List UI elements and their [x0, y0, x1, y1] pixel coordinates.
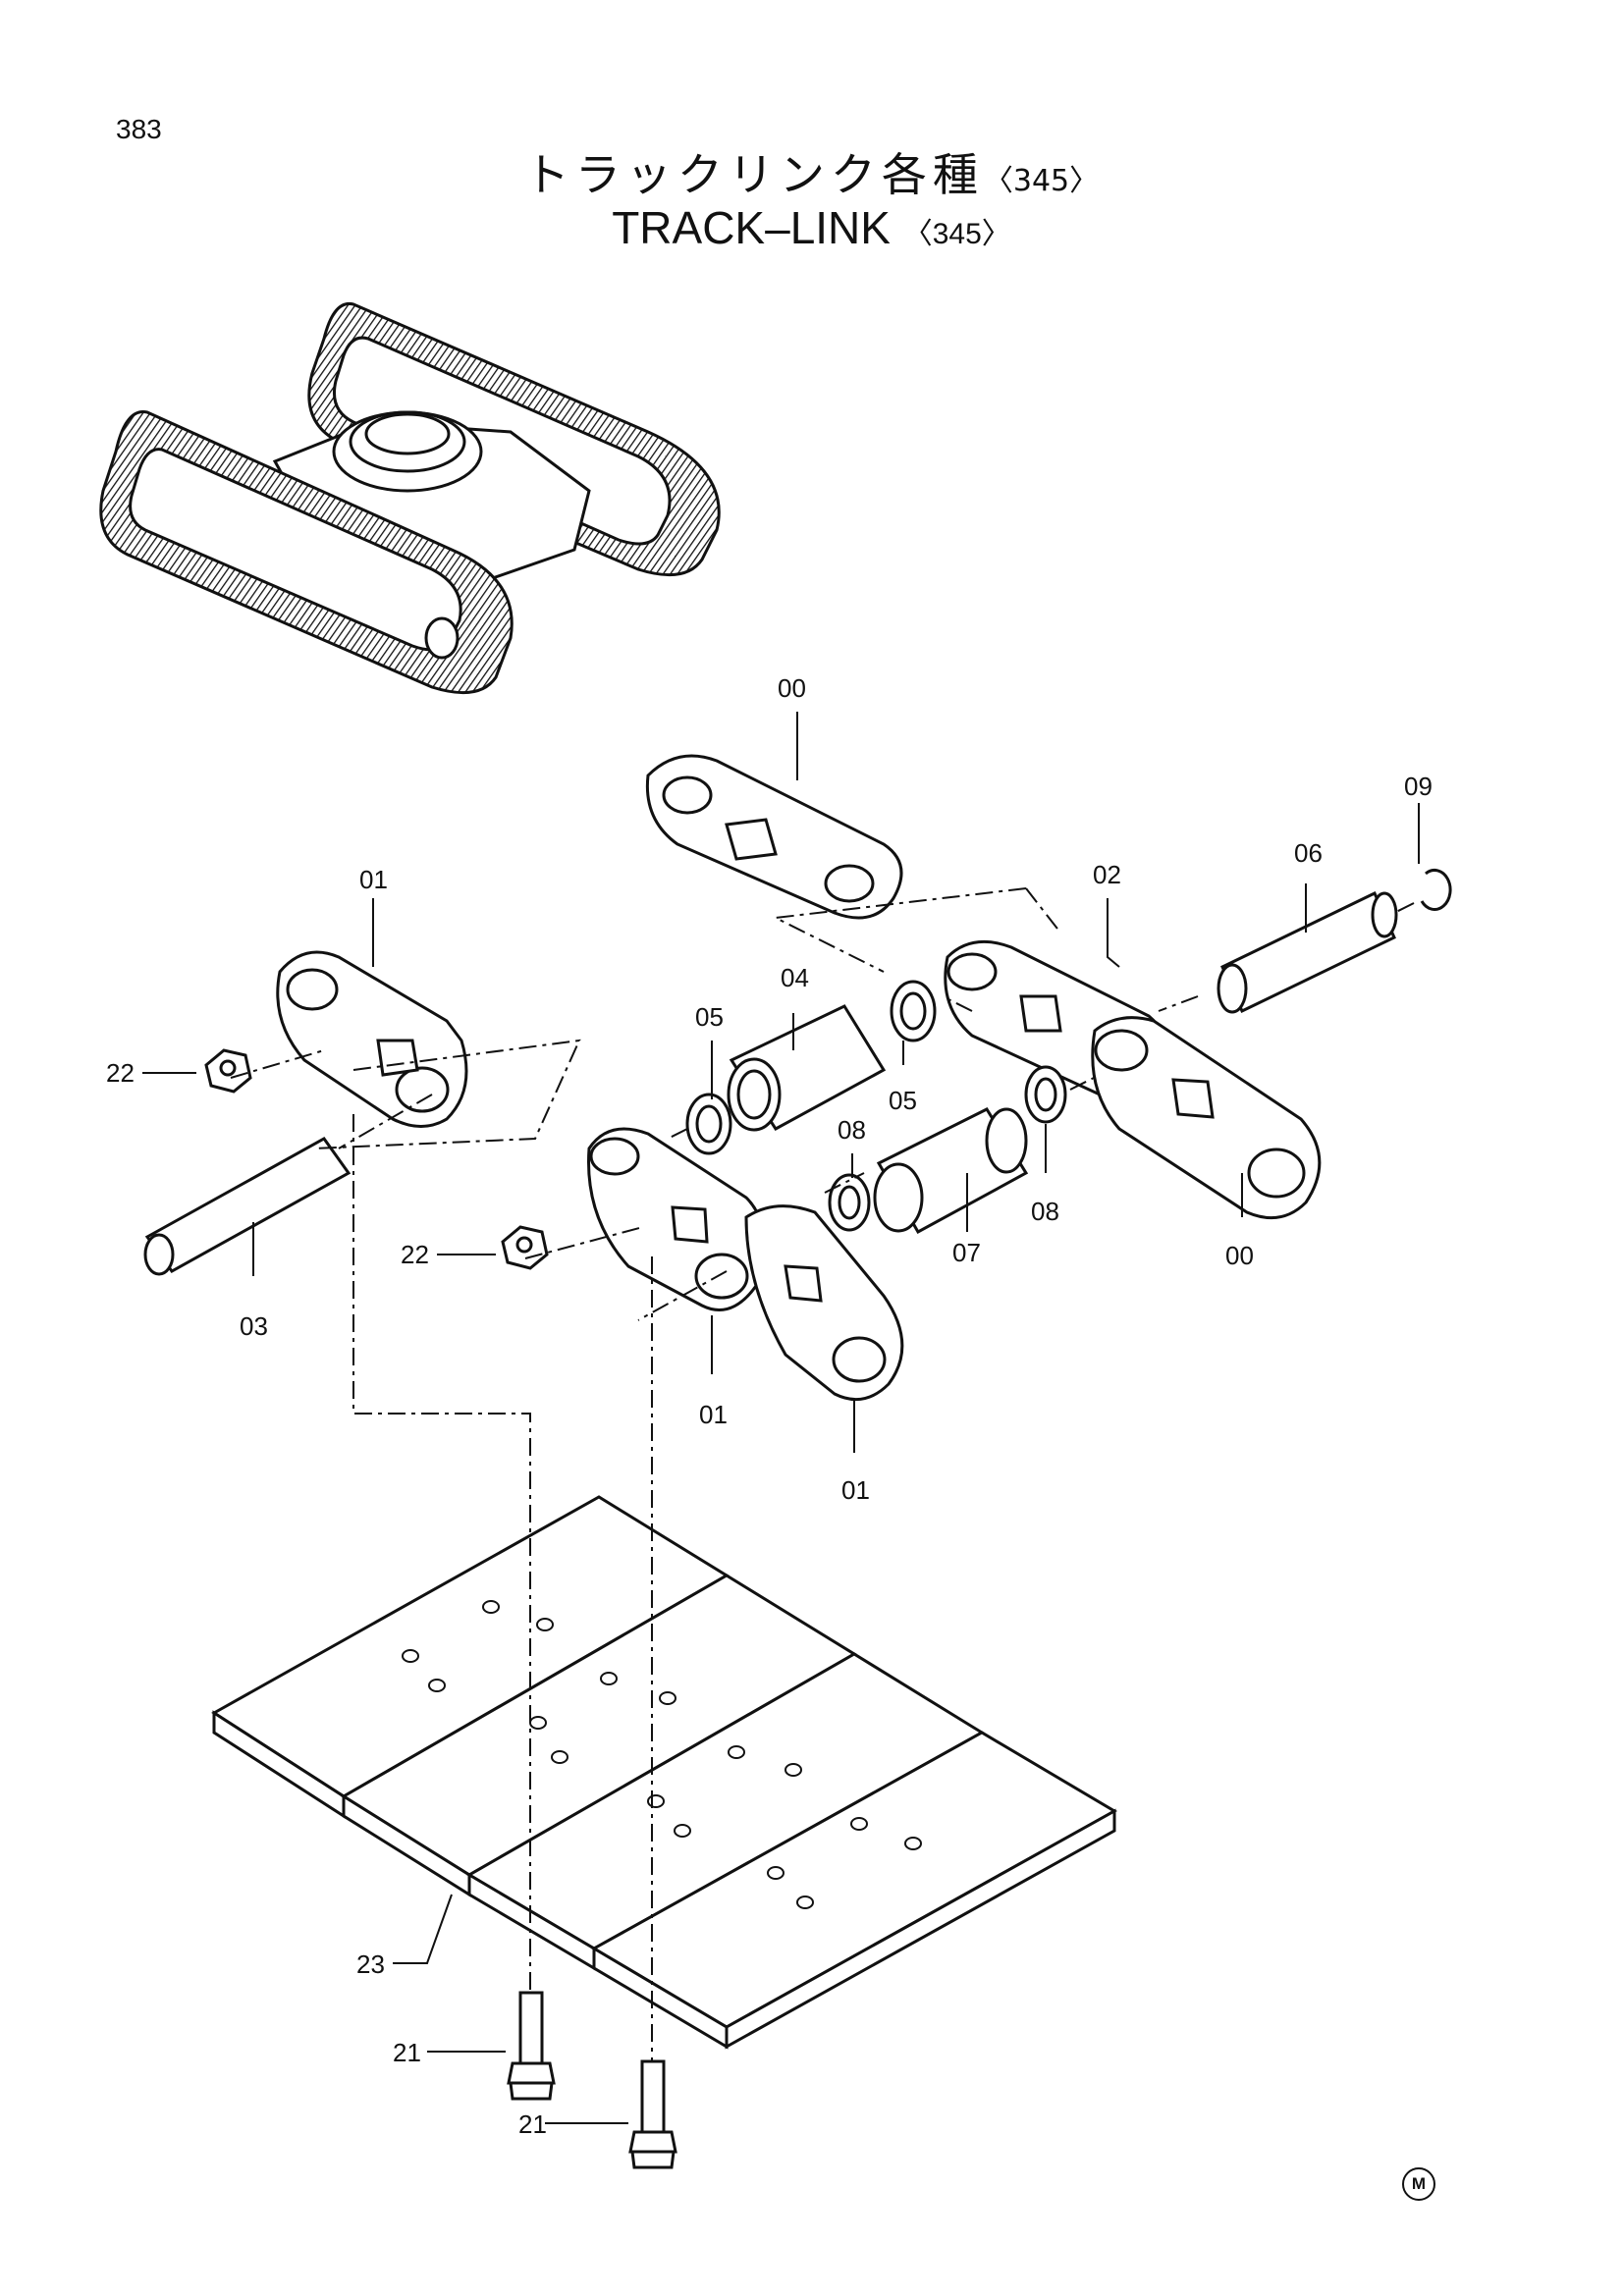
- model-code-en: 〈345〉: [902, 218, 1011, 250]
- callout-21-upper: 21: [393, 2038, 421, 2067]
- title-japanese: トラックリンク各種〈345〉: [0, 139, 1623, 204]
- bushing-04: [727, 1004, 887, 1132]
- callout-06: 06: [1294, 838, 1323, 868]
- leader-lines: [142, 712, 1420, 2124]
- callout-numbers: 00 01 02 06 09 04 05 05 22 08 08 07 00 2…: [106, 673, 1433, 2139]
- callout-09: 09: [1404, 772, 1433, 801]
- link-00-right: [1091, 1016, 1322, 1220]
- callout-22-lower: 22: [401, 1240, 429, 1269]
- bolt-21-upper: [507, 1991, 556, 2101]
- callout-01-left: 01: [359, 865, 388, 894]
- link-01-middle: [587, 1127, 766, 1311]
- nut-22-lower: [501, 1225, 549, 1270]
- callout-01-mid: 01: [699, 1400, 728, 1429]
- callout-00-top: 00: [778, 673, 806, 703]
- front-track-frame: [99, 410, 514, 695]
- callout-05-right: 05: [889, 1086, 917, 1115]
- callout-04: 04: [781, 963, 809, 992]
- bushing-07: [873, 1107, 1029, 1235]
- link-01-lower: [744, 1204, 904, 1402]
- undercarriage-illustration: [99, 301, 721, 695]
- shoe-bolt-holes: [402, 1600, 922, 1909]
- link-01-left: [276, 950, 468, 1128]
- callout-23: 23: [356, 1949, 385, 1979]
- pin-06: [1217, 890, 1398, 1014]
- assembly-lines: [230, 887, 1415, 2061]
- title-english: TRACK–LINK 〈345〉: [0, 201, 1623, 254]
- callout-03: 03: [240, 1311, 268, 1341]
- manufacturer-mark: M: [1402, 2167, 1435, 2201]
- callout-22-upper: 22: [106, 1058, 135, 1088]
- callout-05-left: 05: [695, 1002, 724, 1032]
- callout-08-right: 08: [1031, 1197, 1059, 1226]
- track-shoes-23: [211, 1495, 1118, 2050]
- model-code-ja: 〈345〉: [983, 164, 1100, 198]
- track-links: [276, 754, 1322, 1402]
- pin-03: [143, 1137, 352, 1276]
- fasteners: [204, 1048, 677, 2169]
- bolt-21-lower: [628, 2059, 677, 2169]
- callout-00-right: 00: [1225, 1241, 1254, 1270]
- center-frame: [272, 410, 591, 650]
- link-00-top: [645, 754, 903, 920]
- nut-22-upper: [204, 1048, 252, 1094]
- pins-and-bushings: [143, 869, 1452, 1276]
- page-number: 383: [116, 114, 162, 144]
- callout-08-left: 08: [838, 1115, 866, 1145]
- callout-07: 07: [952, 1238, 981, 1267]
- title-japanese-text: トラックリンク各種: [523, 148, 984, 201]
- callout-01-low: 01: [841, 1475, 870, 1505]
- callout-02: 02: [1093, 860, 1121, 889]
- callout-21-lower: 21: [518, 2109, 547, 2139]
- snap-ring-09: [1420, 869, 1452, 911]
- title-english-text: TRACK–LINK: [612, 202, 891, 253]
